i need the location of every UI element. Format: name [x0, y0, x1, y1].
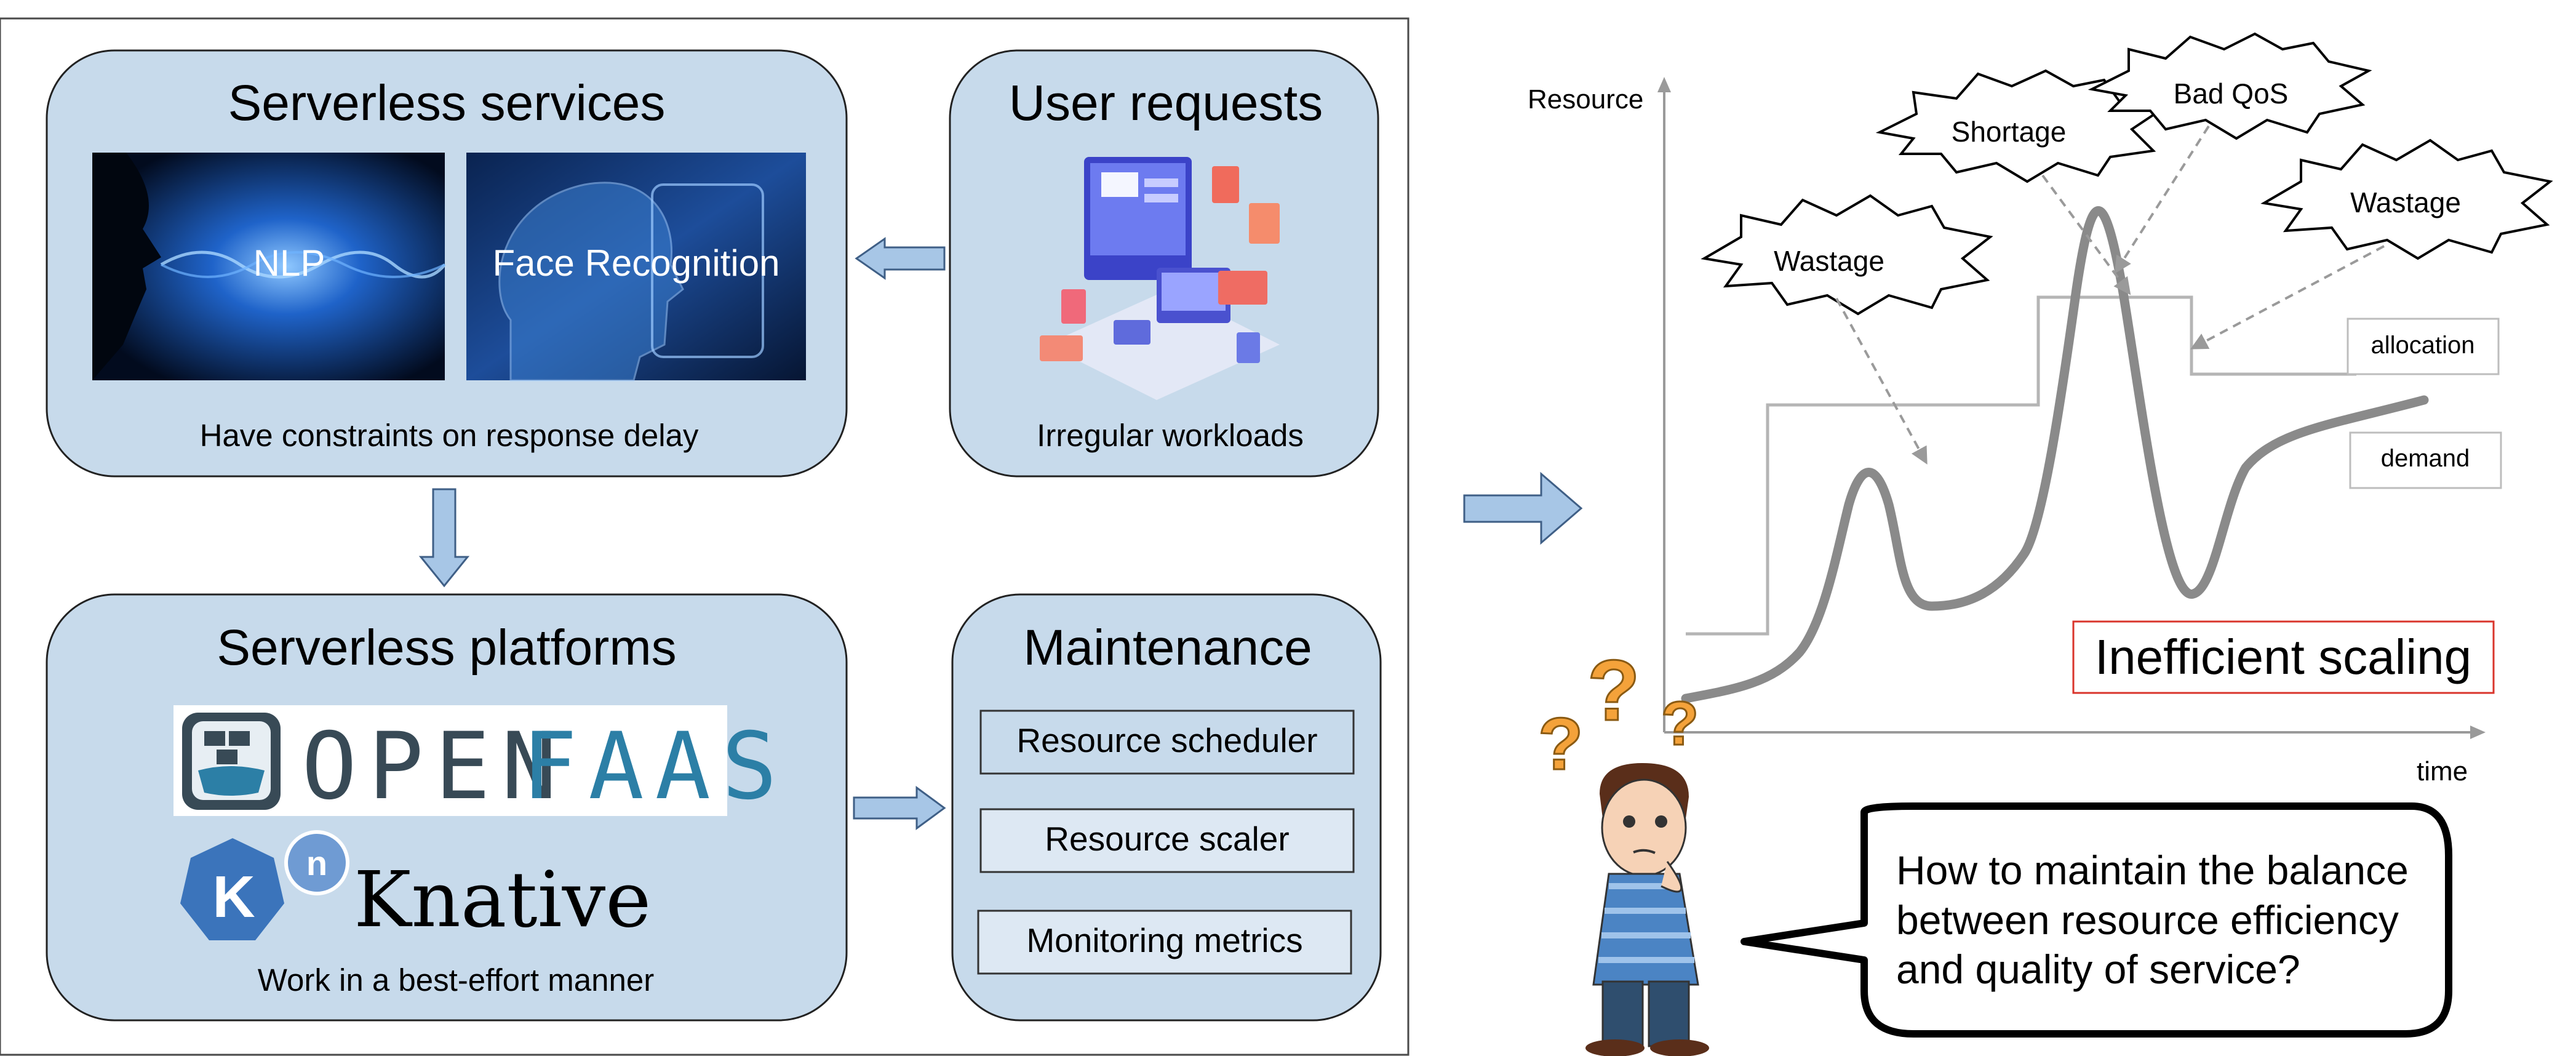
maintenance-panel: Maintenance Resource scheduler Resource …	[951, 593, 1382, 1022]
serverless-services-caption: Have constraints on response delay	[200, 418, 699, 453]
legend-demand-label: demand	[2381, 445, 2470, 472]
nlp-image: NLP	[92, 153, 446, 380]
serverless-platforms-title: Serverless platforms	[217, 620, 676, 676]
user-requests-caption: Irregular workloads	[1037, 418, 1304, 453]
y-axis-arrowhead	[1657, 77, 1671, 92]
user-requests-title: User requests	[1009, 75, 1323, 131]
maintenance-item-label: Resource scheduler	[1016, 721, 1317, 759]
pointer-wastage-1	[1835, 298, 1928, 465]
verdict-label: Inefficient scaling	[2095, 630, 2471, 684]
callout-label: Wastage	[1774, 245, 1884, 277]
callout-label: Bad QoS	[2174, 78, 2289, 110]
confused-person-illustration: ? ? ?	[1537, 641, 1709, 1056]
legend-demand: demand	[2349, 431, 2502, 489]
openfaas-text-open: OPEN	[301, 713, 568, 820]
x-axis-arrowhead	[2470, 726, 2486, 739]
serverless-services-panel: Serverless services NLP Face Recognition…	[46, 49, 848, 478]
openfaas-text-faas: FAAS	[522, 713, 788, 820]
bubble-line: How to maintain the balance	[1896, 847, 2409, 893]
serverless-platforms-panel: Serverless platforms OPEN FAAS K n Knati…	[46, 593, 848, 1022]
svg-text:?: ?	[1661, 689, 1699, 758]
maintenance-item: Resource scaler	[979, 808, 1355, 873]
bubble-line: and quality of service?	[1896, 946, 2300, 992]
demand-curve	[1681, 206, 2429, 703]
arrow-platforms-to-maintenance	[853, 786, 946, 830]
scaling-chart: Resource time allocation demand Wastage …	[1528, 32, 2553, 786]
legend-allocation: allocation	[2347, 318, 2500, 375]
verdict-box: Inefficient scaling	[2072, 620, 2495, 694]
legend-allocation-label: allocation	[2371, 332, 2474, 359]
callout-shortage: Shortage	[1875, 69, 2163, 183]
svg-text:?: ?	[1587, 642, 1640, 738]
serverless-platforms-caption: Work in a best-effort manner	[258, 962, 654, 998]
arrow-to-chart	[1463, 471, 1583, 545]
openfaas-logo: OPEN FAAS	[173, 705, 788, 820]
face-recognition-label: Face Recognition	[493, 242, 780, 284]
speech-bubble: How to maintain the balance between reso…	[1741, 802, 2452, 1038]
maintenance-title: Maintenance	[1023, 620, 1312, 676]
callout-label: Wastage	[2350, 186, 2461, 218]
knative-badge-sup: n	[306, 844, 327, 882]
x-axis-label: time	[2417, 756, 2468, 786]
arrow-services-to-platforms	[418, 488, 470, 588]
maintenance-item: Resource scheduler	[979, 710, 1355, 775]
callout-wastage-1: Wastage	[1701, 194, 1993, 316]
user-requests-panel: User requests Irregular workloads	[949, 49, 1379, 478]
arrow-requests-to-services	[855, 237, 946, 280]
pointer-shortage	[2041, 174, 2131, 295]
knative-badge-letter: K	[212, 864, 255, 930]
serverless-services-title: Serverless services	[228, 75, 666, 131]
face-recognition-image: Face Recognition	[466, 153, 806, 382]
maintenance-item-label: Resource scaler	[1045, 820, 1289, 858]
svg-text:?: ?	[1538, 703, 1583, 785]
allocation-step-line	[1686, 295, 2356, 636]
nlp-label: NLP	[253, 242, 325, 284]
knative-text: Knative	[354, 855, 651, 945]
bubble-line: between resource efficiency	[1896, 897, 2399, 943]
y-axis-label: Resource	[1528, 84, 1643, 114]
callout-wastage-2: Wastage	[2260, 138, 2553, 260]
pointer-wastage-2	[2190, 245, 2385, 350]
callout-label: Shortage	[1952, 116, 2067, 148]
knative-logo: K n Knative	[180, 830, 651, 945]
maintenance-item-label: Monitoring metrics	[1026, 921, 1302, 959]
maintenance-item: Monitoring metrics	[977, 910, 1352, 975]
callout-bad-qos: Bad QoS	[2088, 32, 2372, 140]
devices-illustration	[1040, 157, 1280, 400]
